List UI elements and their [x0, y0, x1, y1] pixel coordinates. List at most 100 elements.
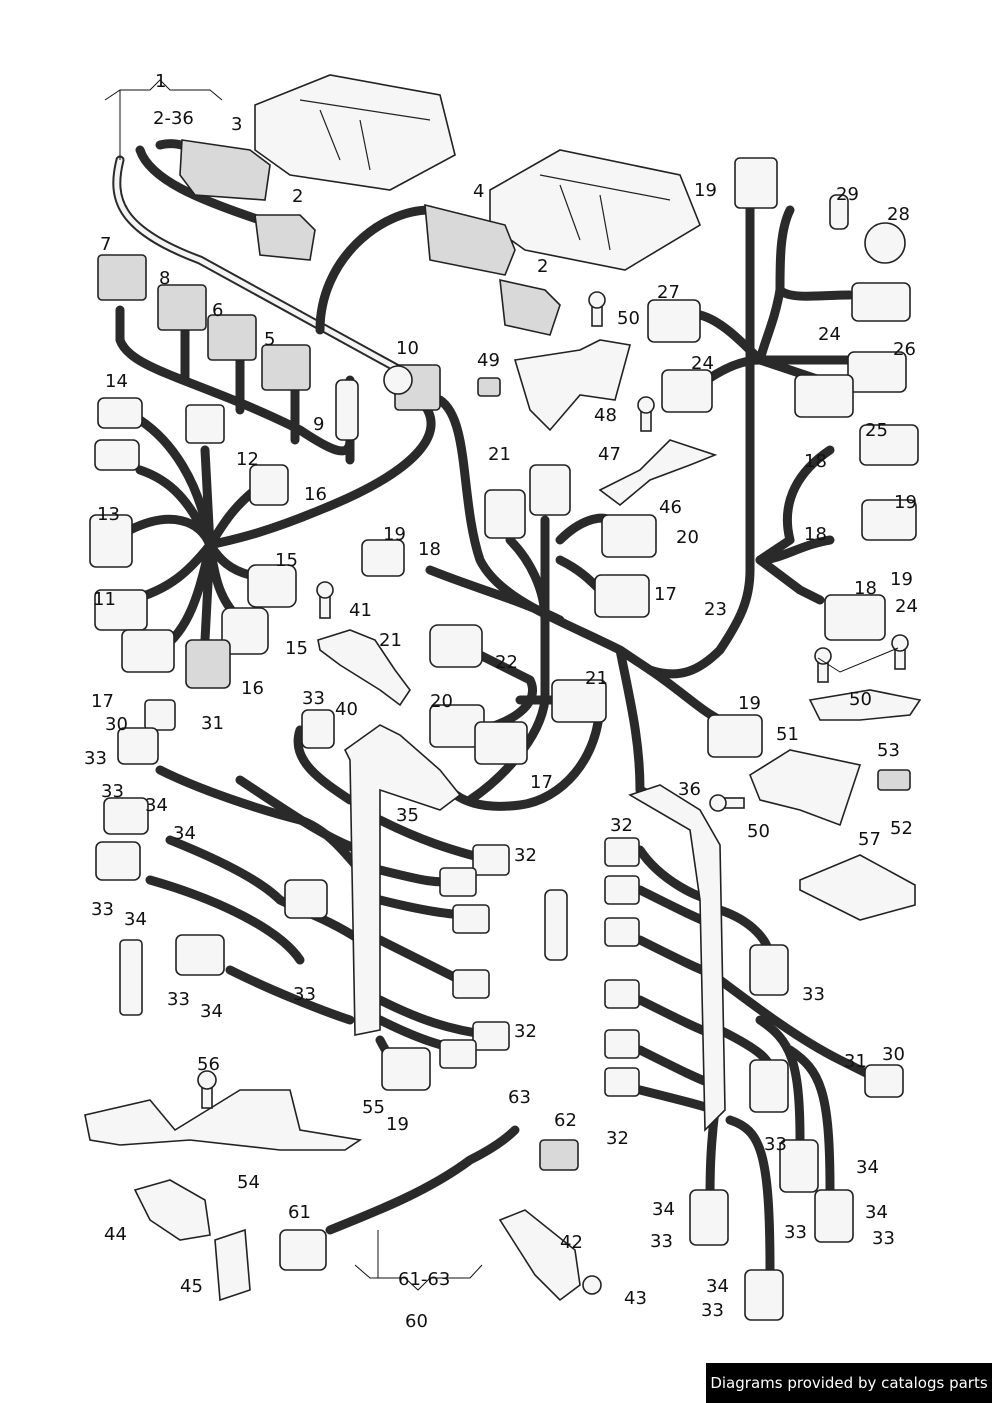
- label-2: 2: [292, 186, 303, 207]
- label-1: 1: [155, 71, 166, 92]
- label-34: 34: [706, 1276, 729, 1297]
- label-33: 33: [701, 1300, 724, 1321]
- label-25: 25: [865, 420, 888, 441]
- connector-5: [261, 344, 311, 391]
- label-34: 34: [124, 909, 147, 930]
- label-18: 18: [804, 451, 827, 472]
- label-33: 33: [167, 989, 190, 1010]
- label-33: 33: [764, 1134, 787, 1155]
- label-29: 29: [836, 184, 859, 205]
- knock-sensor-34: [119, 939, 143, 1016]
- label-56: 56: [197, 1054, 220, 1075]
- callout-labels: 1 2-36 3 2 4 2 7 8 6 5 10 9 49 48 50 27 …: [84, 71, 918, 1332]
- bracket-42: [498, 1209, 581, 1302]
- label-60: 60: [405, 1311, 428, 1332]
- label-16: 16: [241, 678, 264, 699]
- label-21: 21: [585, 668, 608, 689]
- plug-49: [477, 377, 501, 397]
- label-34: 34: [652, 1199, 675, 1220]
- clip-44: [133, 1179, 211, 1241]
- label-33: 33: [784, 1222, 807, 1243]
- label-30: 30: [882, 1044, 905, 1065]
- label-61-63: 61-63: [398, 1269, 450, 1290]
- label-2-36: 2-36: [153, 108, 194, 129]
- label-54: 54: [237, 1172, 260, 1193]
- label-33: 33: [293, 984, 316, 1005]
- label-31: 31: [844, 1051, 867, 1072]
- label-7: 7: [100, 234, 111, 255]
- label-55: 55: [362, 1097, 385, 1118]
- label-32: 32: [514, 845, 537, 866]
- label-3: 3: [231, 114, 242, 135]
- label-51: 51: [776, 724, 799, 745]
- label-19: 19: [694, 180, 717, 201]
- label-16: 16: [304, 484, 327, 505]
- injector: [544, 889, 568, 961]
- bracket-41: [317, 629, 411, 707]
- engine-control-unit-lower: [489, 149, 701, 271]
- label-15: 15: [285, 638, 308, 659]
- label-52: 52: [890, 818, 913, 839]
- label-6: 6: [212, 300, 223, 321]
- label-49: 49: [477, 350, 500, 371]
- label-34: 34: [856, 1157, 879, 1178]
- label-2: 2: [537, 256, 548, 277]
- label-53: 53: [877, 740, 900, 761]
- plug-53: [877, 769, 911, 791]
- label-57: 57: [858, 829, 881, 850]
- label-32: 32: [606, 1128, 629, 1149]
- plate-57: [799, 854, 916, 921]
- label-20: 20: [430, 691, 453, 712]
- label-44: 44: [104, 1224, 127, 1245]
- label-34: 34: [173, 823, 196, 844]
- label-17: 17: [530, 772, 553, 793]
- bracket-46: [598, 439, 718, 507]
- label-50: 50: [747, 821, 770, 842]
- label-36: 36: [678, 779, 701, 800]
- label-35: 35: [396, 805, 419, 826]
- bracket-50: [808, 689, 922, 721]
- label-34: 34: [865, 1202, 888, 1223]
- label-41: 41: [349, 600, 372, 621]
- grommet-9: [335, 379, 359, 441]
- harness-frame-35: [343, 724, 462, 1036]
- label-43: 43: [624, 1288, 647, 1309]
- label-42: 42: [560, 1232, 583, 1253]
- label-33: 33: [872, 1228, 895, 1249]
- label-33: 33: [802, 984, 825, 1005]
- coupling-10: [383, 364, 441, 411]
- label-19: 19: [383, 524, 406, 545]
- label-24: 24: [691, 353, 714, 374]
- harness-frame-36: [628, 784, 726, 1132]
- label-19: 19: [386, 1114, 409, 1135]
- label-33: 33: [101, 781, 124, 802]
- label-19: 19: [894, 492, 917, 513]
- connector-housings: [89, 157, 919, 1321]
- clip-45: [214, 1228, 251, 1302]
- label-30: 30: [105, 714, 128, 735]
- label-17: 17: [91, 691, 114, 712]
- bracket-54: [84, 1089, 363, 1151]
- label-46: 46: [659, 497, 682, 518]
- label-45: 45: [180, 1276, 203, 1297]
- label-28: 28: [887, 204, 910, 225]
- label-23: 23: [704, 599, 727, 620]
- label-34: 34: [200, 1001, 223, 1022]
- label-33: 33: [91, 899, 114, 920]
- label-50: 50: [849, 689, 872, 710]
- label-48: 48: [594, 405, 617, 426]
- ecu-connector-2a: [254, 214, 316, 261]
- label-18: 18: [854, 578, 877, 599]
- label-13: 13: [97, 504, 120, 525]
- ecu-connector-4: [424, 203, 516, 276]
- connector-8: [157, 284, 207, 331]
- ecu-connector-2b: [499, 278, 561, 336]
- label-40: 40: [335, 699, 358, 720]
- label-63: 63: [508, 1087, 531, 1108]
- label-31: 31: [201, 713, 224, 734]
- connector-7: [97, 254, 147, 301]
- label-12: 12: [236, 449, 259, 470]
- label-17: 17: [654, 584, 677, 605]
- label-9: 9: [313, 414, 324, 435]
